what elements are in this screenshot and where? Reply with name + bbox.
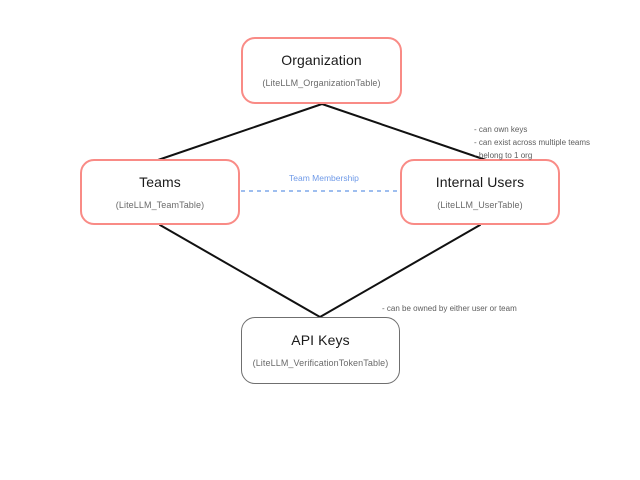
- edge-teams-api-keys: [159, 224, 321, 318]
- node-teams[interactable]: Teams (LiteLLM_TeamTable): [80, 159, 240, 225]
- edge-organization-teams: [157, 103, 323, 161]
- edge-label-team-membership: Team Membership: [289, 173, 359, 183]
- node-internal-users-title: Internal Users: [435, 173, 525, 190]
- node-organization-title: Organization: [281, 52, 362, 69]
- note-internal-users: - can own keys - can exist across multip…: [474, 123, 590, 162]
- note-api-keys: - can be owned by either user or team: [382, 302, 517, 315]
- note-api-keys-line-1: - can be owned by either user or team: [382, 304, 517, 313]
- node-internal-users[interactable]: Internal Users (LiteLLM_UserTable): [400, 159, 560, 225]
- edge-organization-internal-users: [321, 103, 487, 161]
- node-organization[interactable]: Organization (LiteLLM_OrganizationTable): [241, 37, 402, 104]
- node-teams-title: Teams: [139, 173, 181, 190]
- node-api-keys-title: API Keys: [291, 332, 350, 349]
- node-organization-subtitle: (LiteLLM_OrganizationTable): [262, 78, 381, 88]
- node-api-keys[interactable]: API Keys (LiteLLM_VerificationTokenTable…: [241, 317, 400, 384]
- edge-internal-users-api-keys: [319, 224, 481, 318]
- node-teams-subtitle: (LiteLLM_TeamTable): [115, 199, 205, 210]
- note-internal-users-line-1: - can own keys: [474, 125, 528, 134]
- note-internal-users-line-3: - belong to 1 org: [474, 151, 533, 160]
- note-internal-users-line-2: - can exist across multiple teams: [474, 138, 591, 147]
- node-api-keys-subtitle: (LiteLLM_VerificationTokenTable): [252, 358, 389, 368]
- node-internal-users-subtitle: (LiteLLM_UserTable): [437, 199, 523, 210]
